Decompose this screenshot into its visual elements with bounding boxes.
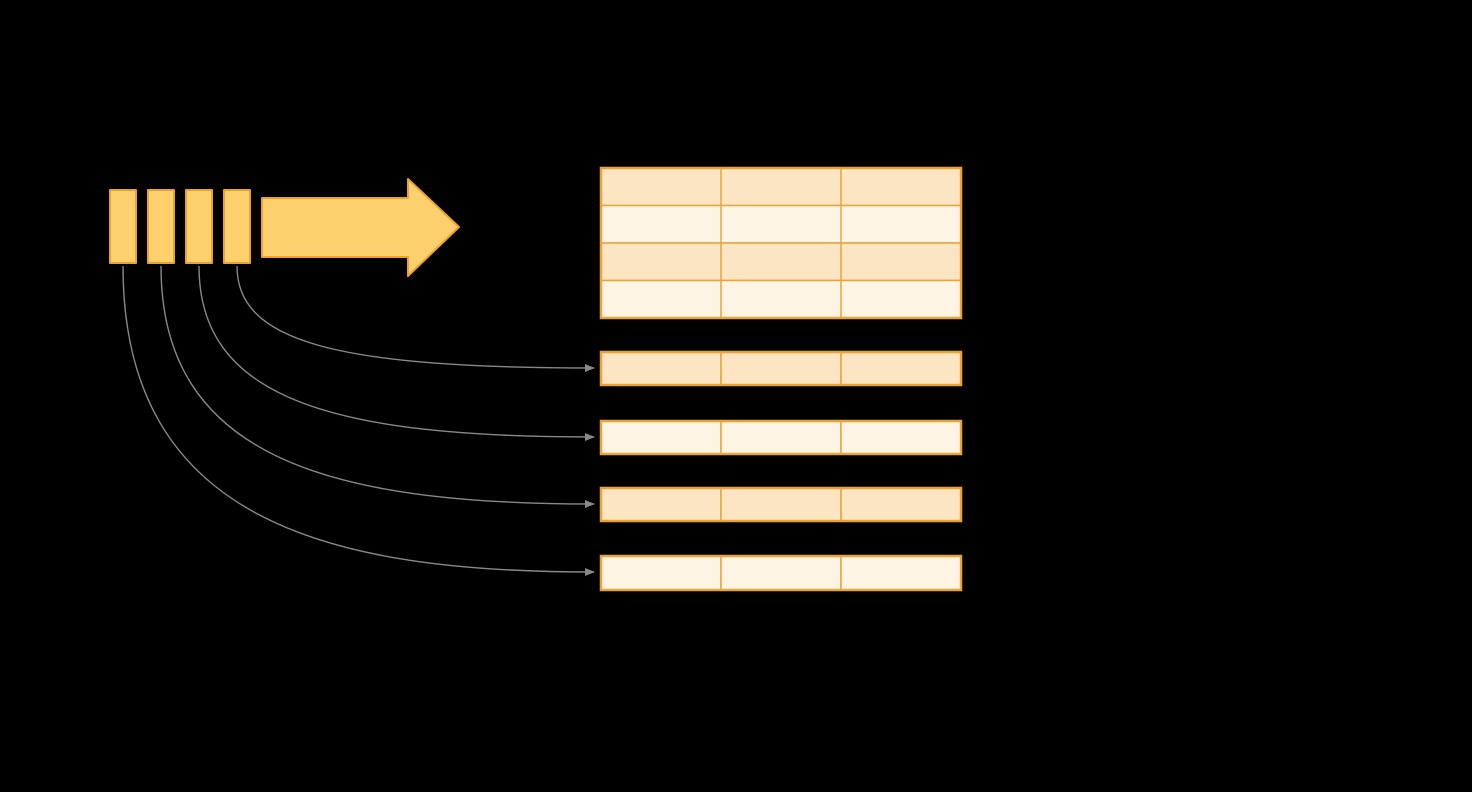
- grid-table: [599, 166, 963, 320]
- row-table-1-cell-3: [840, 351, 962, 386]
- row-table-2-cell-3: [840, 420, 962, 455]
- row-table-3-cell-3: [840, 487, 962, 522]
- row-table-4: [599, 554, 963, 592]
- row-table-3-cell-2: [720, 487, 842, 522]
- bar-4: [223, 189, 251, 264]
- grid-table-row-3: [600, 242, 962, 282]
- row-table-2: [599, 419, 963, 456]
- row-table-3: [599, 486, 963, 523]
- row-table-1-cell-1: [600, 351, 722, 386]
- grid-table-row-2: [600, 204, 962, 244]
- grid-table-row-4: [600, 279, 962, 319]
- stacked-bars: [109, 189, 251, 264]
- row-table-2-cell-1: [600, 420, 722, 455]
- connector-bar2-to-table3: [160, 265, 595, 508]
- row-table-4-cell-3: [840, 555, 962, 591]
- row-table-4-cell-1: [600, 555, 722, 591]
- row-table-2-outline: [599, 419, 963, 456]
- connector-bar3-to-table2: [198, 265, 595, 441]
- bar-1: [109, 189, 137, 264]
- bar-2: [147, 189, 175, 264]
- row-table-1-cell-2: [720, 351, 842, 386]
- connector-bar4-to-table1: [236, 265, 595, 372]
- flow-arrow-icon: [261, 178, 460, 277]
- row-table-2-cell-2: [720, 420, 842, 455]
- row-table-4-outline: [599, 554, 963, 592]
- row-table-1: [599, 350, 963, 387]
- row-table-3-outline: [599, 486, 963, 523]
- connector-bar1-to-table4: [122, 265, 595, 576]
- row-table-4-cell-2: [720, 555, 842, 591]
- row-table-1-outline: [599, 350, 963, 387]
- row-table-3-cell-1: [600, 487, 722, 522]
- connectors: [122, 265, 595, 576]
- bar-3: [185, 189, 213, 264]
- grid-table-outline: [599, 166, 963, 320]
- grid-table-row-1: [600, 167, 962, 207]
